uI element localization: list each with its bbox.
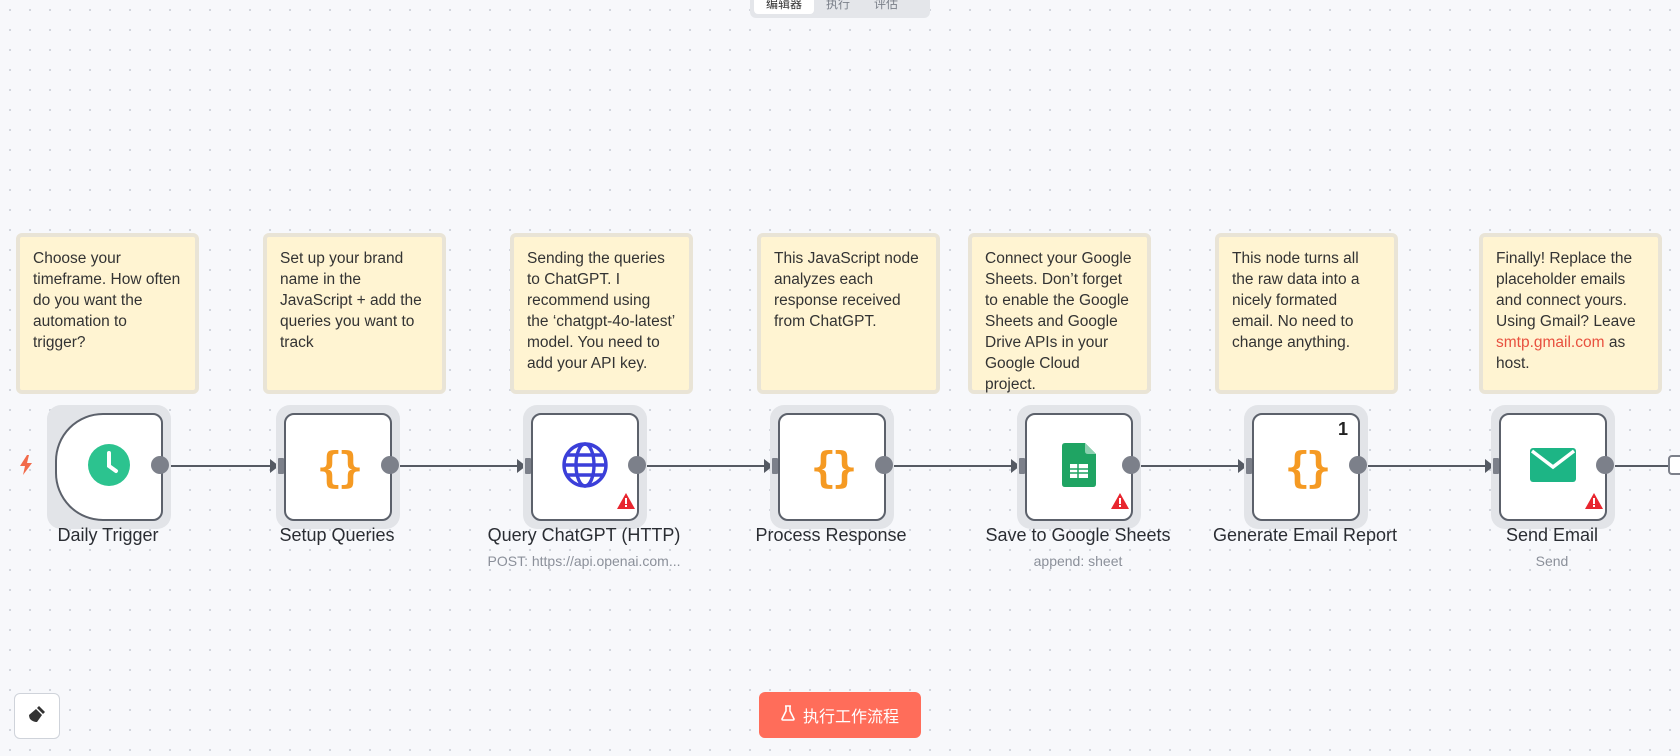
sticky-note-report[interactable]: This node turns all the raw data into a … [1215, 233, 1398, 394]
arrow-icon [270, 459, 279, 473]
node-label: Process Response [755, 525, 907, 545]
code-braces-icon: {} [810, 442, 858, 492]
clear-execution-button[interactable] [14, 693, 60, 739]
connection-wire[interactable] [646, 465, 774, 467]
node-output-port[interactable] [151, 456, 169, 474]
sticky-note-text: This JavaScript node analyzes each respo… [774, 250, 919, 330]
arrow-icon [1238, 459, 1247, 473]
warning-icon[interactable] [617, 493, 635, 509]
node-daily-trigger[interactable] [55, 413, 163, 521]
tab-evaluations[interactable]: 评估 [874, 0, 899, 11]
node-input-port[interactable] [1246, 458, 1252, 474]
sticky-note-process[interactable]: This JavaScript node analyzes each respo… [757, 233, 940, 394]
node-save-google-sheets[interactable] [1025, 413, 1133, 521]
node-output-port[interactable] [628, 456, 646, 474]
arrow-icon [1011, 459, 1020, 473]
sticky-note-trigger[interactable]: Choose your timeframe. How often do you … [16, 233, 199, 394]
arrow-icon [517, 459, 526, 473]
execute-workflow-label: 执行工作流程 [802, 707, 899, 726]
connection-wire[interactable] [1367, 465, 1495, 467]
connection-wire[interactable] [1140, 465, 1248, 467]
add-node-plus-icon[interactable] [1668, 455, 1680, 475]
node-input-port[interactable] [1019, 458, 1025, 474]
editor-tabs: 编辑器 执行 评估 [750, 0, 930, 18]
sticky-note-setup[interactable]: Set up your brand name in the JavaScript… [263, 233, 446, 394]
arrow-icon [1485, 459, 1494, 473]
envelope-icon [1530, 447, 1576, 487]
connection-wire[interactable] [169, 465, 280, 467]
connection-wire[interactable] [893, 465, 1021, 467]
sticky-note-text: Choose your timeframe. How often do you … [33, 250, 181, 351]
node-subtitle: POST: https://api.openai.com... [487, 553, 681, 569]
sticky-note-text: This node turns all the raw data into a … [1232, 250, 1360, 351]
node-output-port[interactable] [1349, 456, 1367, 474]
node-label: Save to Google Sheets [985, 525, 1171, 545]
node-output-port[interactable] [381, 456, 399, 474]
item-count-badge: 1 [1338, 419, 1349, 439]
tab-editor[interactable]: 编辑器 [754, 0, 815, 14]
trigger-bolt-icon [18, 455, 34, 481]
globe-icon [561, 441, 609, 494]
node-label: Daily Trigger [57, 525, 159, 545]
node-label: Query ChatGPT (HTTP) [487, 525, 681, 545]
node-input-port[interactable] [772, 458, 778, 474]
sticky-note-email[interactable]: Finally! Replace the placeholder emails … [1479, 233, 1662, 394]
node-send-email[interactable] [1499, 413, 1607, 521]
node-subtitle: Send [1535, 553, 1569, 569]
google-sheets-icon [1062, 442, 1096, 492]
warning-icon[interactable] [1585, 493, 1603, 509]
smtp-host-text: smtp.gmail.com [1496, 334, 1605, 351]
execute-workflow-button[interactable]: 执行工作流程 [759, 692, 921, 738]
clock-icon [87, 443, 131, 492]
node-input-port[interactable] [1493, 458, 1499, 474]
sticky-note-chatgpt[interactable]: Sending the queries to ChatGPT. I recomm… [510, 233, 693, 394]
tab-executions[interactable]: 执行 [826, 0, 851, 11]
node-output-port[interactable] [875, 456, 893, 474]
node-query-chatgpt[interactable] [531, 413, 639, 521]
arrow-icon [764, 459, 773, 473]
broom-icon [28, 705, 46, 728]
connection-wire[interactable] [399, 465, 527, 467]
node-output-port[interactable] [1596, 456, 1614, 474]
node-label: Generate Email Report [1212, 525, 1398, 545]
node-generate-email-report[interactable]: {} 1 [1252, 413, 1360, 521]
sticky-note-text: as host. [1496, 334, 1626, 372]
node-output-port[interactable] [1122, 456, 1140, 474]
node-process-response[interactable]: {} [778, 413, 886, 521]
node-setup-queries[interactable]: {} [284, 413, 392, 521]
flask-icon [781, 705, 795, 725]
node-input-port[interactable] [525, 458, 531, 474]
sticky-note-text: Connect your Google Sheets. Don’t forget… [985, 250, 1132, 393]
code-braces-icon: {} [316, 442, 364, 492]
node-label: Send Email [1505, 525, 1599, 545]
sticky-note-text: Sending the queries to ChatGPT. I recomm… [527, 250, 675, 372]
sticky-note-text: Set up your brand name in the JavaScript… [280, 250, 422, 351]
node-label: Setup Queries [279, 525, 395, 545]
warning-icon[interactable] [1111, 493, 1129, 509]
node-subtitle: append: sheet [1033, 553, 1123, 569]
sticky-note-text: Finally! Replace the placeholder emails … [1496, 250, 1636, 330]
code-braces-icon: {} [1284, 442, 1332, 492]
connection-wire[interactable] [1614, 465, 1669, 467]
node-input-port[interactable] [278, 458, 284, 474]
sticky-note-sheets[interactable]: Connect your Google Sheets. Don’t forget… [968, 233, 1151, 394]
